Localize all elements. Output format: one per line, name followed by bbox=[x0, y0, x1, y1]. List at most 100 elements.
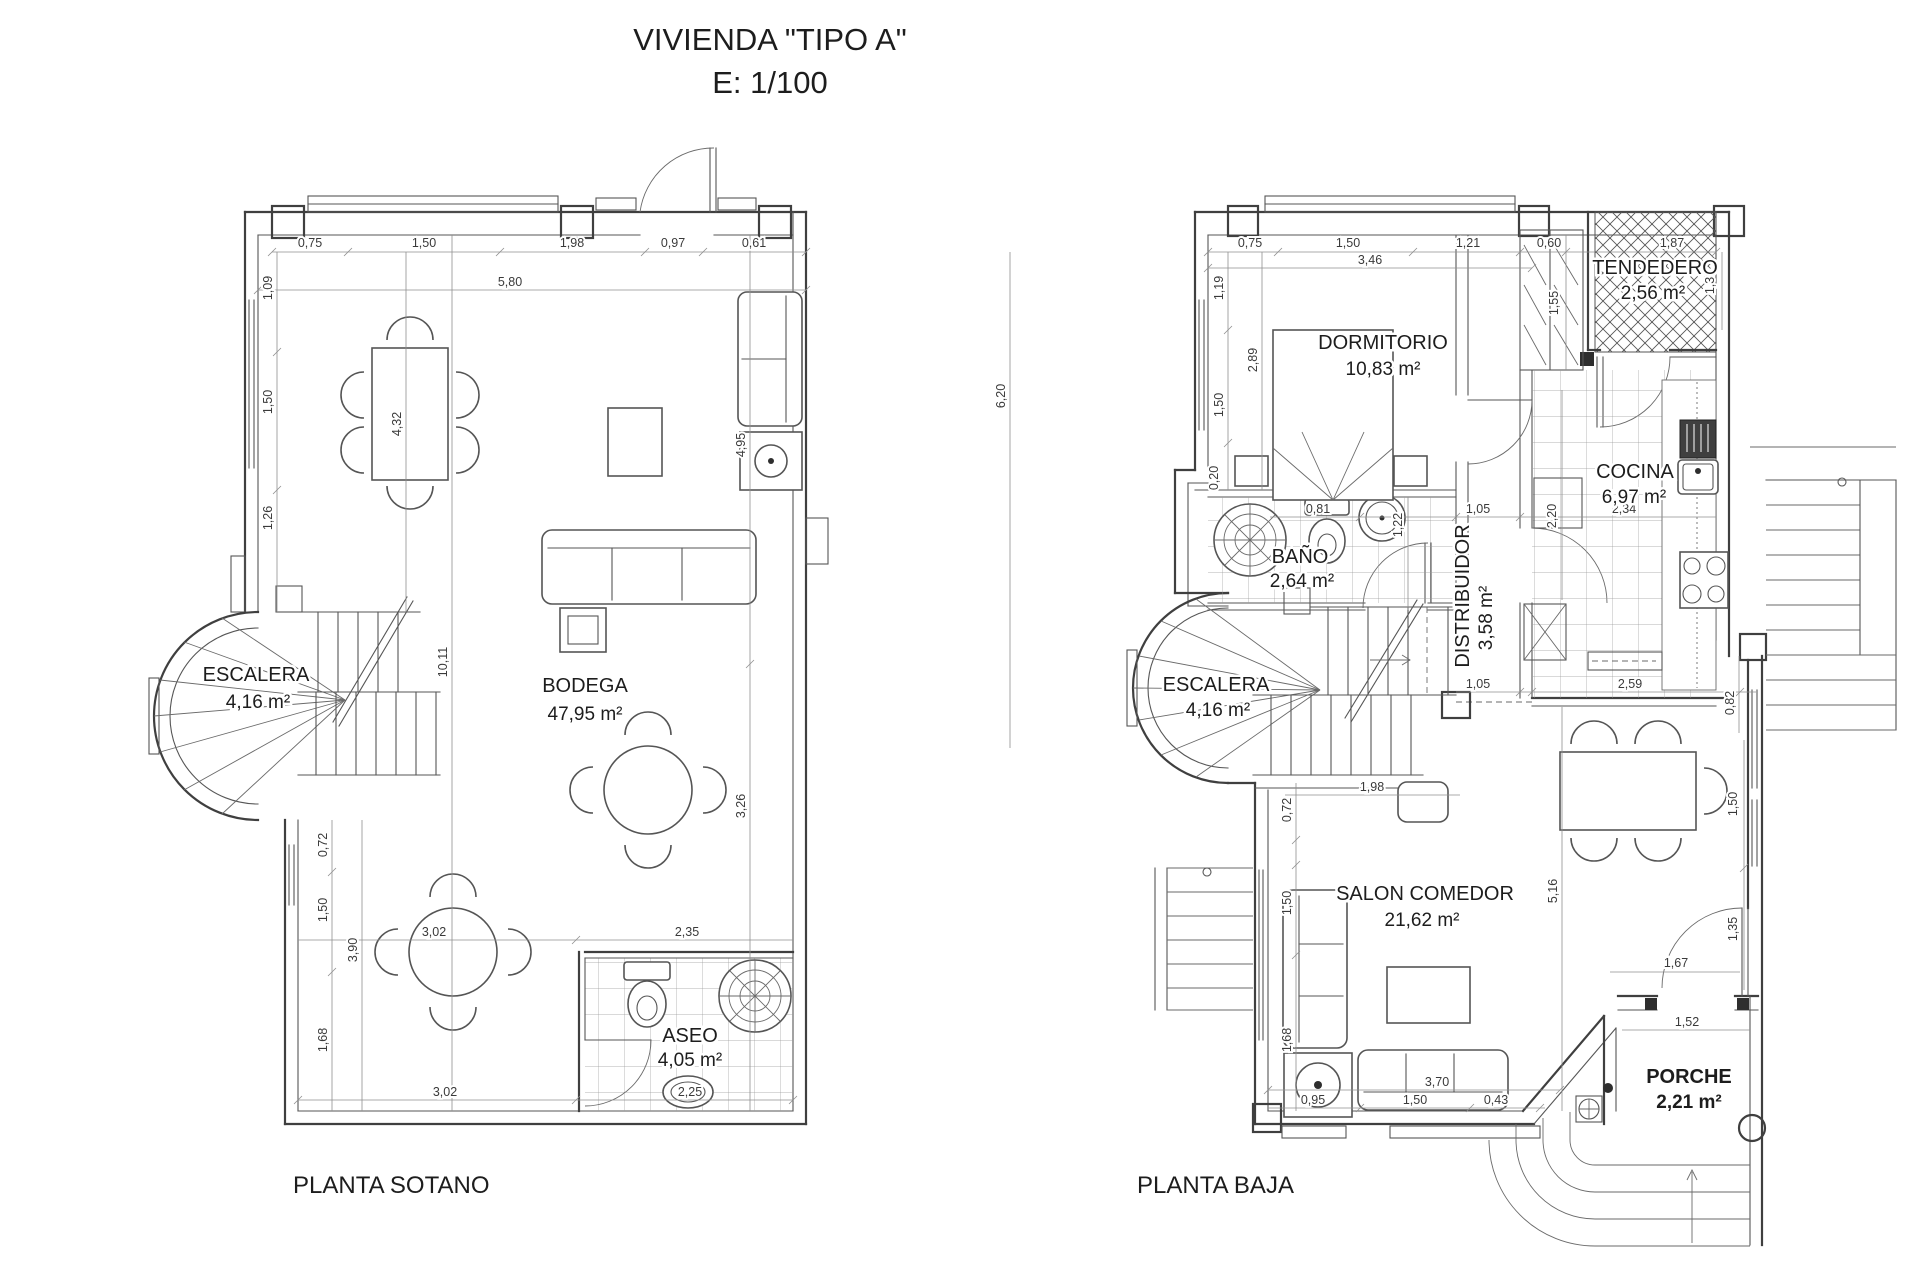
dormitorio-room bbox=[1234, 329, 1428, 501]
room-area-escalera: 4,16 m² bbox=[226, 692, 290, 713]
title-line2: E: 1/100 bbox=[712, 65, 827, 100]
dim: 3,90 bbox=[346, 938, 360, 962]
dim: 6,20 bbox=[994, 384, 1008, 408]
dim: 0,82 bbox=[1723, 691, 1737, 715]
round-table-1 bbox=[569, 711, 727, 869]
dim: 2,59 bbox=[1618, 677, 1642, 691]
room-area-aseo: 4,05 m² bbox=[658, 1050, 722, 1071]
dim: 1,50 bbox=[1336, 236, 1360, 250]
round-table-2 bbox=[374, 873, 532, 1031]
sofa-bottom bbox=[1357, 1049, 1509, 1111]
dim: 0,72 bbox=[316, 833, 330, 857]
room-area-bodega: 47,95 m² bbox=[548, 704, 623, 725]
dim: 3,46 bbox=[1358, 253, 1382, 267]
room-area-tendedero: 2,56 m² bbox=[1621, 283, 1685, 304]
dim: 1,05 bbox=[1466, 677, 1490, 691]
sofa-left bbox=[1282, 889, 1348, 1049]
dim: 2,20 bbox=[1545, 504, 1559, 528]
plan-sotano: 0,75 1,50 1,98 0,97 0,61 5,80 1,09 1,50 … bbox=[148, 147, 829, 1199]
toilet-baja bbox=[1304, 498, 1350, 564]
dim: 0,95 bbox=[1301, 1093, 1325, 1107]
dim: 0,43 bbox=[1484, 1093, 1508, 1107]
tv-cabinet bbox=[607, 407, 663, 477]
room-label-escalera-baja: ESCALERA bbox=[1163, 674, 1270, 696]
porch-steps bbox=[1488, 1112, 1750, 1247]
sheet-title: VIVIENDA "TIPO A" E: 1/100 bbox=[633, 22, 907, 100]
dim: 3,26 bbox=[734, 794, 748, 818]
dim: 1,50 bbox=[1280, 891, 1294, 915]
sink bbox=[1677, 459, 1719, 495]
dim: 1,52 bbox=[1675, 1015, 1699, 1029]
room-label-aseo: ASEO bbox=[662, 1025, 718, 1047]
sofa-two-seat bbox=[737, 291, 803, 427]
dim: 2,25 bbox=[678, 1085, 702, 1099]
dim: 3,70 bbox=[1425, 1075, 1449, 1089]
title-line1: VIVIENDA "TIPO A" bbox=[633, 22, 907, 57]
stair-baja bbox=[1132, 587, 1457, 778]
coffee-table bbox=[1386, 966, 1471, 1024]
dim: 1,21 bbox=[1456, 236, 1480, 250]
dim: 1,38 bbox=[1703, 270, 1717, 294]
dim: 1,98 bbox=[560, 236, 584, 250]
dim: 0,97 bbox=[661, 236, 685, 250]
dim: 3,02 bbox=[433, 1085, 457, 1099]
dim: 1,50 bbox=[1726, 792, 1740, 816]
dim: 0,60 bbox=[1537, 236, 1561, 250]
dim: 1,50 bbox=[1403, 1093, 1427, 1107]
room-area-distribuidor: 3,58 m² bbox=[1476, 586, 1497, 650]
toilet bbox=[623, 961, 671, 1028]
bano-room bbox=[1208, 494, 1456, 603]
porch-column bbox=[1737, 1113, 1767, 1143]
dim: 4,95 bbox=[734, 433, 748, 457]
dim: 1,22 bbox=[1391, 513, 1405, 537]
dim: 1,35 bbox=[1726, 917, 1740, 941]
square-side-table bbox=[559, 607, 607, 653]
dim: 5,80 bbox=[498, 275, 522, 289]
dim: 1,09 bbox=[261, 276, 275, 300]
room-area-porche: 2,21 m² bbox=[1656, 1092, 1721, 1113]
dim: 0,20 bbox=[1207, 466, 1221, 490]
dim: 0,75 bbox=[298, 236, 322, 250]
bed bbox=[1272, 329, 1394, 501]
sofa-three-seat bbox=[541, 529, 757, 605]
side-table-lamp bbox=[739, 431, 803, 491]
nightstand-right bbox=[1393, 455, 1428, 487]
dim: 1,87 bbox=[1660, 236, 1684, 250]
dim: 10,11 bbox=[436, 647, 450, 677]
room-label-distribuidor: DISTRIBUIDOR bbox=[1452, 524, 1474, 667]
dim-lines-sotano bbox=[253, 235, 811, 1111]
room-label-cocina: COCINA bbox=[1596, 461, 1674, 483]
plan-baja: 0,75 1,50 1,21 0,60 1,87 3,46 6,20 1,19 … bbox=[992, 195, 1897, 1247]
room-label-tendedero: TENDEDERO bbox=[1592, 257, 1718, 279]
dim: 0,72 bbox=[1280, 798, 1294, 822]
dim: 1,50 bbox=[1212, 393, 1226, 417]
furniture-sotano bbox=[340, 291, 803, 1031]
room-label-bano: BAÑO bbox=[1272, 544, 1329, 568]
bench bbox=[1587, 651, 1663, 671]
dim: 0,75 bbox=[1238, 236, 1262, 250]
dim: 2,34 bbox=[1612, 502, 1636, 516]
exterior-stair-right bbox=[1750, 446, 1897, 731]
room-area-salon: 21,62 m² bbox=[1385, 910, 1460, 931]
dim: 1,55 bbox=[1547, 291, 1561, 315]
porche-area bbox=[1154, 446, 1897, 1247]
hob bbox=[1679, 551, 1729, 609]
caption-baja: PLANTA BAJA bbox=[1137, 1172, 1294, 1199]
dining-table-baja bbox=[1559, 720, 1728, 862]
room-area-dormitorio: 10,83 m² bbox=[1346, 359, 1421, 380]
shower-baja bbox=[1213, 503, 1287, 577]
dim: 1,98 bbox=[1360, 780, 1384, 794]
dim: 3,02 bbox=[422, 925, 446, 939]
dim: 1,50 bbox=[412, 236, 436, 250]
dim: 1,50 bbox=[316, 898, 330, 922]
dining-table bbox=[340, 316, 480, 510]
dim: 2,89 bbox=[1246, 348, 1260, 372]
aseo-room bbox=[577, 950, 795, 1113]
pouf bbox=[1397, 781, 1449, 823]
room-label-salon: SALON COMEDOR bbox=[1336, 883, 1514, 905]
room-label-bodega: BODEGA bbox=[542, 675, 628, 697]
dim: 1,05 bbox=[1466, 502, 1490, 516]
cocina-room bbox=[1523, 370, 1729, 698]
round-side-table bbox=[1283, 1052, 1353, 1118]
room-area-cocina: 6,97 m² bbox=[1602, 487, 1666, 508]
